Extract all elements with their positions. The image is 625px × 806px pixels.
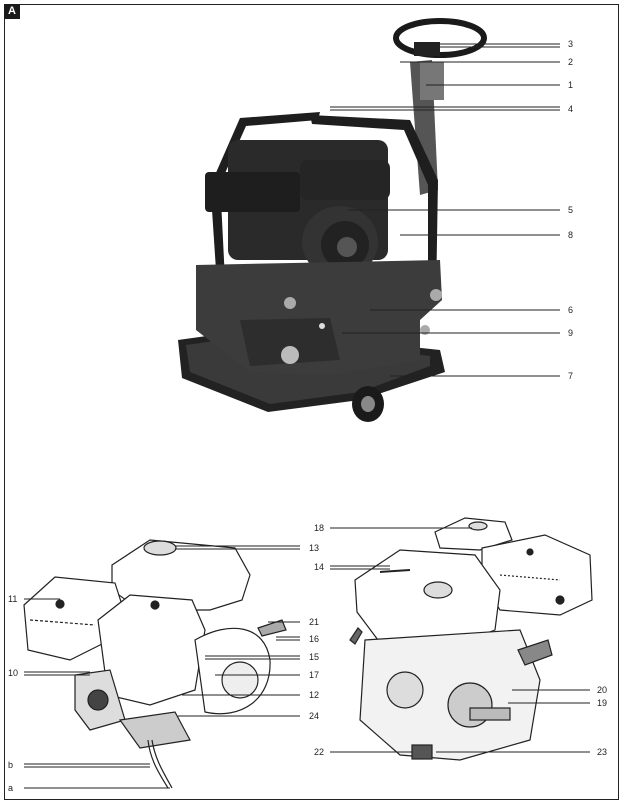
callout-17: 17 (309, 670, 319, 680)
callout-5: 5 (568, 205, 573, 215)
callout-13: 13 (309, 543, 319, 553)
callout-7: 7 (568, 371, 573, 381)
callout-12: 12 (309, 690, 319, 700)
engine-right-illustration (349, 517, 593, 761)
leaders-compactor (330, 43, 560, 377)
callout-24: 24 (309, 711, 319, 721)
callout-23: 23 (597, 747, 607, 757)
figure-frame (4, 4, 619, 800)
figure-tag: A (4, 4, 20, 19)
air-filter-top (434, 517, 513, 551)
engine-left-illustration (23, 539, 287, 789)
callout-20: 20 (597, 685, 607, 695)
callout-10: 10 (8, 668, 18, 678)
callout-21: 21 (309, 617, 319, 627)
callouts-engine-left: 13 11 21 16 15 10 17 12 24 b a (8, 543, 319, 793)
callout-22: 22 (314, 747, 324, 757)
leaders-engine-right (330, 527, 590, 753)
callout-16: 16 (309, 634, 319, 644)
callout-11: 11 (8, 594, 17, 604)
callouts-engine-right: 18 14 20 19 22 23 (314, 523, 607, 757)
callout-4: 4 (568, 104, 573, 114)
callout-a: a (8, 783, 13, 793)
callout-8: 8 (568, 230, 573, 240)
callout-1: 1 (568, 80, 573, 90)
callout-18: 18 (314, 523, 324, 533)
callout-9: 9 (568, 328, 573, 338)
fuel-tank (111, 539, 251, 611)
callout-2: 2 (568, 57, 573, 67)
callout-14: 14 (314, 562, 324, 572)
callout-3: 3 (568, 39, 573, 49)
callout-6: 6 (568, 305, 573, 315)
callout-19: 19 (597, 698, 607, 708)
fuel-tank-right (354, 549, 501, 646)
callouts-compactor: 3 2 1 4 5 8 6 9 7 (568, 39, 573, 381)
callout-15: 15 (309, 652, 319, 662)
plate-compactor-illustration (178, 18, 487, 422)
leaders-engine-left (24, 545, 300, 789)
callout-b: b (8, 760, 13, 770)
